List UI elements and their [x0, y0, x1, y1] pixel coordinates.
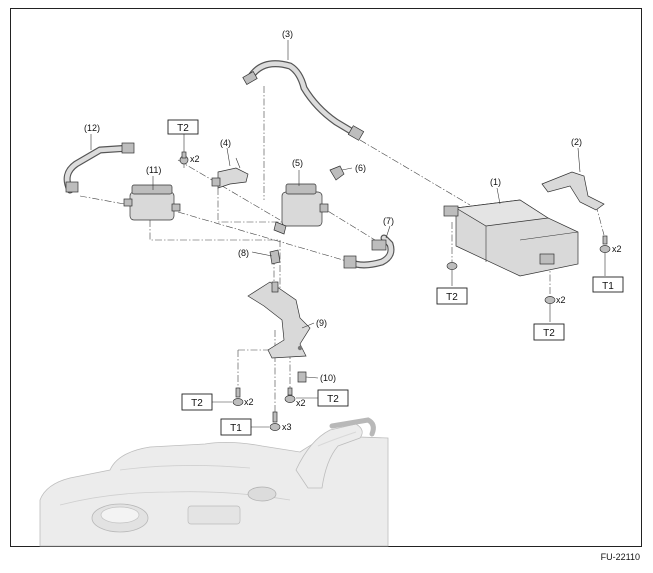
torque-code: T2 — [446, 292, 458, 303]
label-part-11: (11) — [146, 165, 161, 175]
torque-box-canister-bottom: T2 x2 — [533, 295, 566, 341]
leader-lines — [90, 40, 606, 428]
bolts — [179, 151, 611, 431]
solenoid-5 — [273, 183, 329, 235]
quantity-text: x2 — [296, 398, 306, 408]
torque-box-bracket-left: T2 x2 — [181, 393, 254, 411]
label-part-3: (3) — [282, 29, 293, 39]
bolt-bracket-left — [232, 387, 244, 406]
label-part-9: (9) — [316, 318, 327, 328]
torque-box-canister-left: T2 — [436, 287, 468, 305]
fuel-tank — [39, 417, 389, 547]
bolt-bottom — [269, 411, 281, 431]
torque-code: T2 — [191, 398, 203, 409]
bolt-bracket-right — [284, 387, 296, 403]
part-labels: (3) (12) (11) (4) (5) (6) (7) (8) (9) (1… — [84, 29, 582, 383]
torque-code: T1 — [230, 423, 242, 434]
label-part-2: (2) — [571, 137, 582, 147]
torque-code: T1 — [602, 281, 614, 292]
bolt-canister-bottom — [544, 296, 556, 304]
canister-1 — [443, 199, 579, 277]
torque-box-bottom: T1 x3 — [220, 418, 292, 436]
quantity-text: x3 — [282, 422, 292, 432]
label-part-1: (1) — [490, 177, 501, 187]
bolt-canister-left — [446, 262, 458, 270]
clip-6 — [269, 165, 345, 265]
torque-box-top: T2 x2 — [167, 119, 200, 164]
torque-code: T2 — [177, 123, 189, 134]
bracket-4 — [211, 157, 249, 189]
valve-11 — [123, 184, 181, 221]
clip-10 — [297, 371, 307, 383]
label-part-8: (8) — [238, 248, 249, 258]
label-part-7: (7) — [383, 216, 394, 226]
torque-code: T2 — [327, 394, 339, 405]
quantity-text: x2 — [244, 397, 254, 407]
bolt-top — [179, 151, 189, 165]
assembly-lines — [79, 86, 605, 412]
quantity-text: x2 — [190, 154, 200, 164]
label-part-4: (4) — [220, 138, 231, 148]
diagram-frame — [10, 8, 642, 547]
label-part-12: (12) — [84, 123, 100, 133]
figure-code: FU-22110 — [601, 552, 640, 562]
label-part-6-top: (6) — [355, 163, 366, 173]
hose-3 — [242, 60, 365, 141]
hose-7 — [343, 234, 395, 269]
hose-12 — [63, 142, 135, 194]
torque-labels: T2 x2 T2 T1 x2 T2 x2 T2 x2 T2 x2 — [167, 119, 624, 436]
bracket-2 — [541, 171, 605, 211]
bolt-canister-right — [599, 235, 611, 253]
torque-box-canister-right: T1 x2 — [592, 244, 624, 293]
quantity-text: x2 — [556, 295, 566, 305]
bracket-9 — [247, 281, 311, 359]
torque-box-bracket-right: T2 x2 — [296, 389, 349, 408]
quantity-text: x2 — [612, 244, 622, 254]
label-part-5: (5) — [292, 158, 303, 168]
torque-code: T2 — [543, 328, 555, 339]
label-part-10: (10) — [320, 373, 336, 383]
